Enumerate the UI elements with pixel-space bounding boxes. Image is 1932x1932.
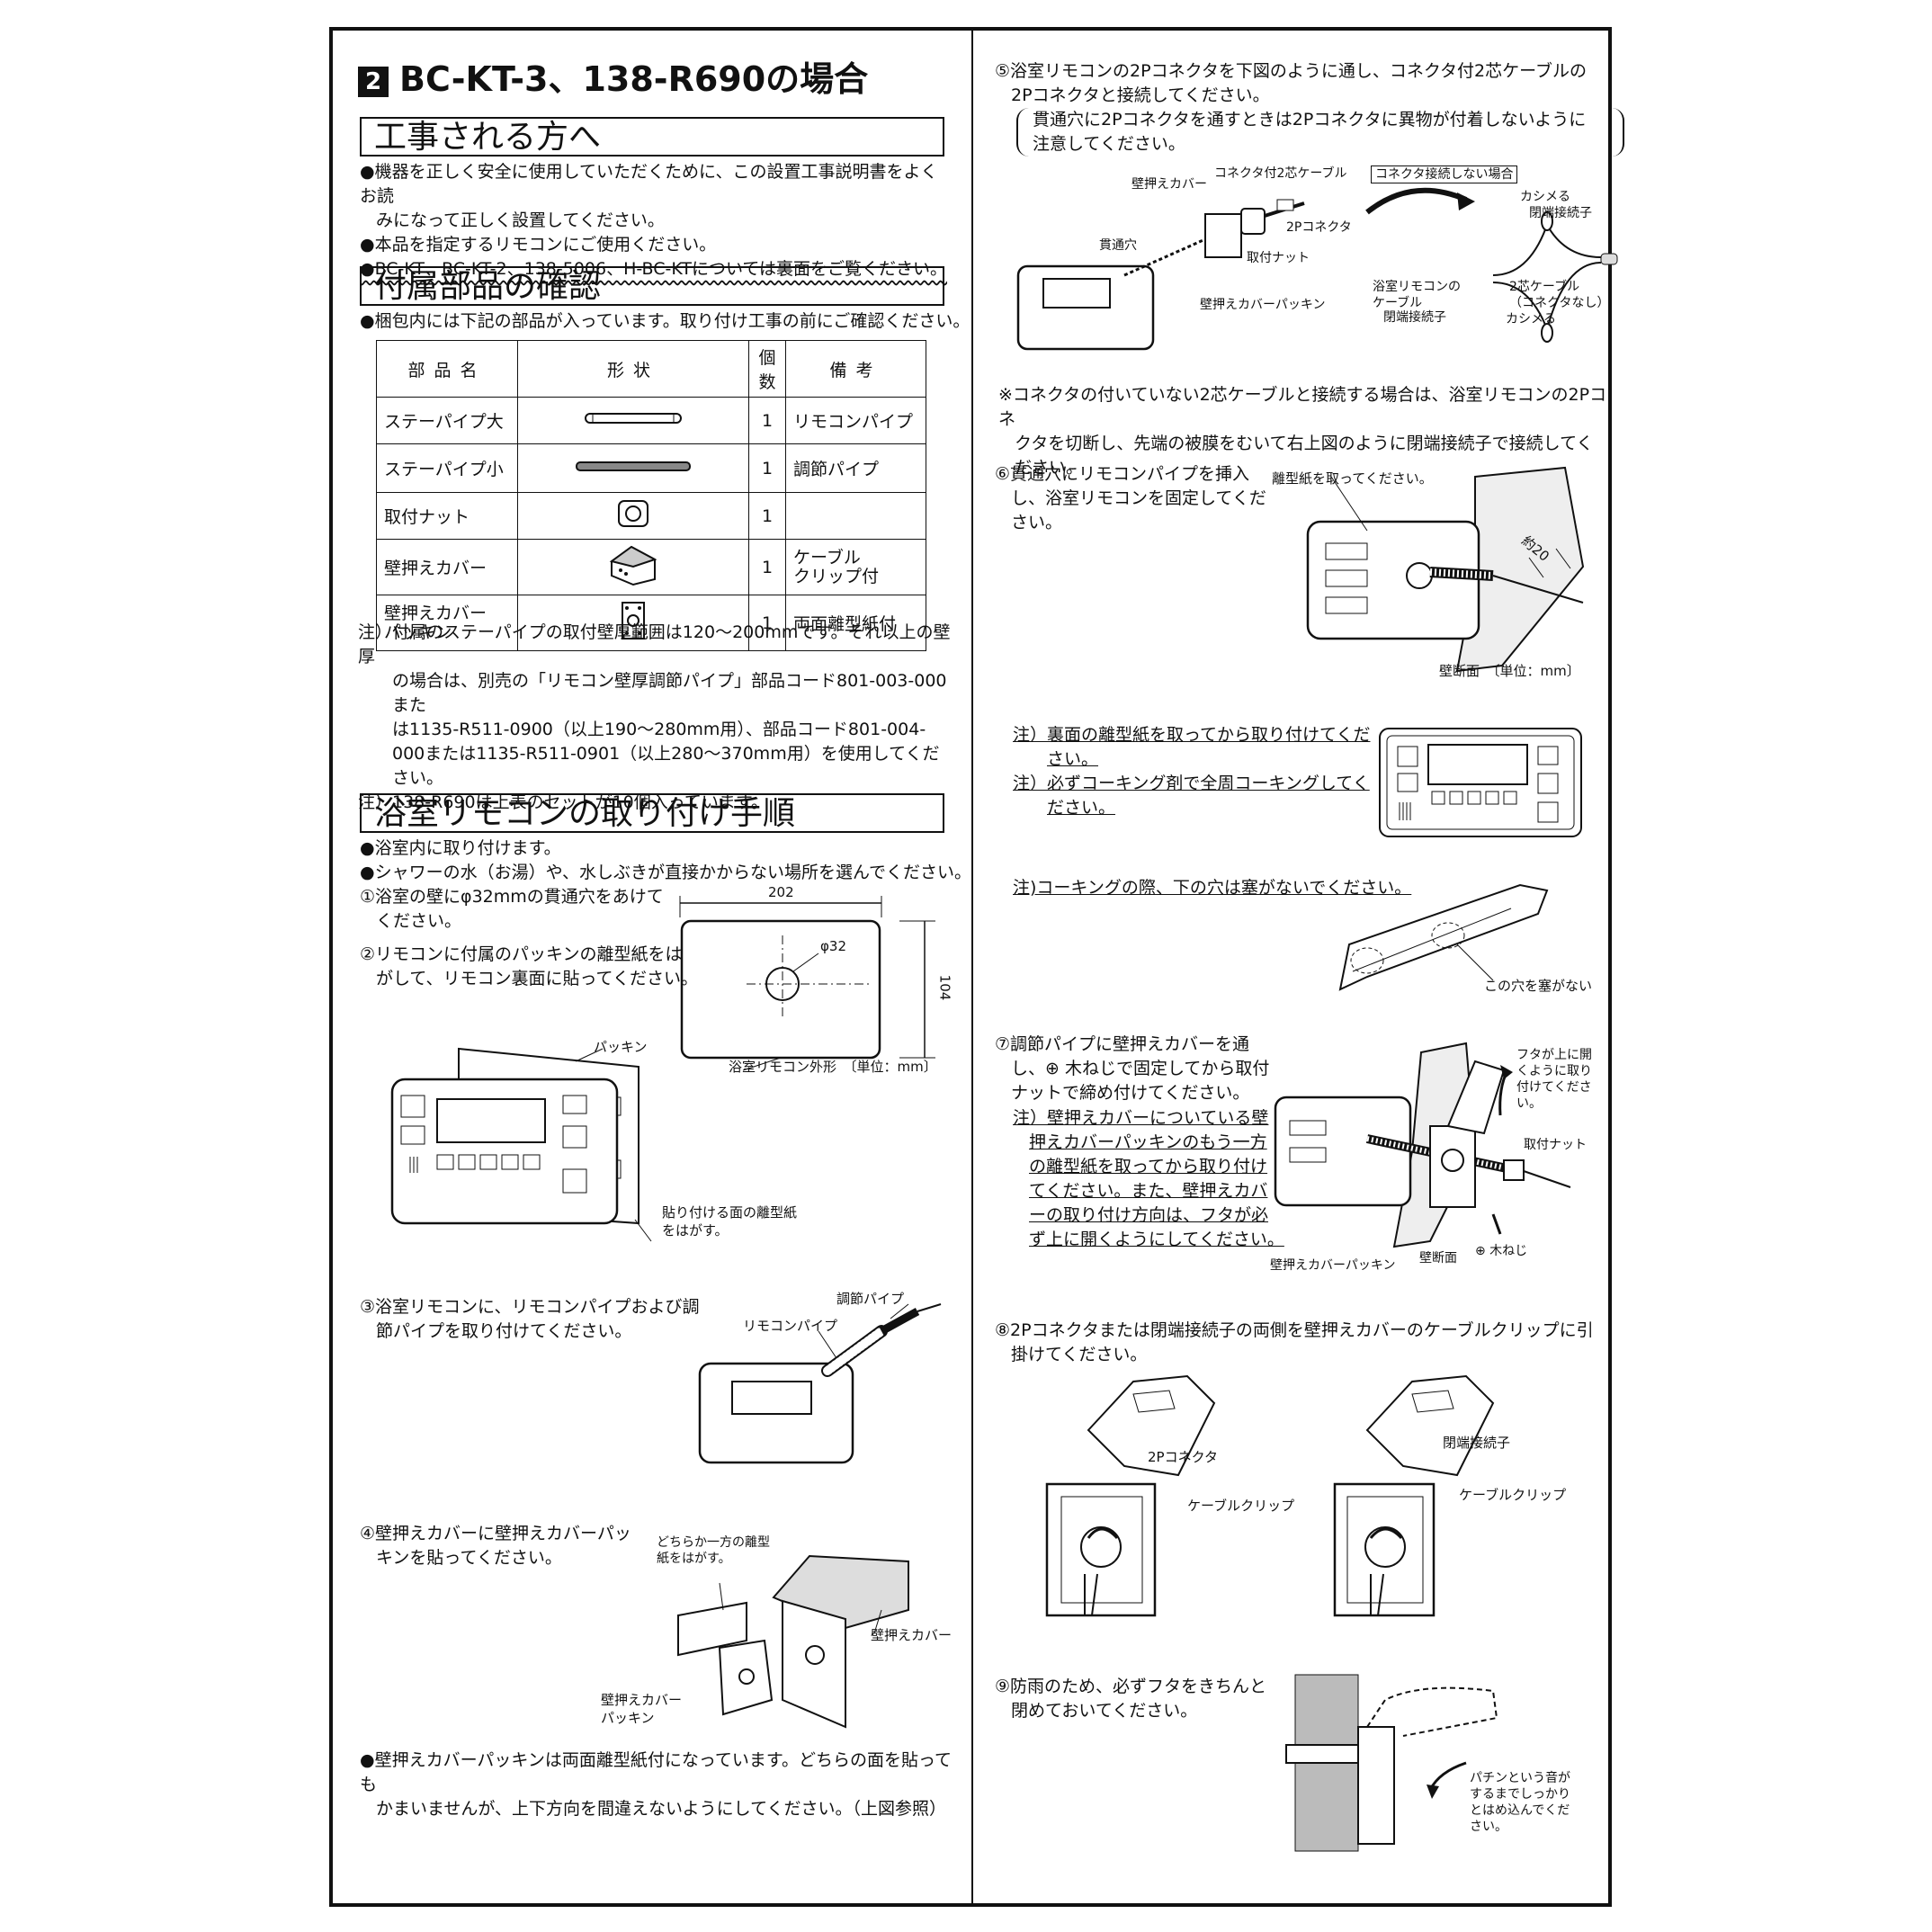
- fig5-nut-label: 取付ナット: [1247, 251, 1310, 265]
- step-1: ①浴室の壁にφ32mmの貫通穴をあけて ください。: [360, 887, 664, 931]
- section-title-installer: 工事される方へ: [360, 117, 944, 157]
- note-step-7: 注）壁押えカバーについている壁 押えカバーパッキンのもう一方 の離型紙を取ってか…: [1013, 1108, 1284, 1249]
- fig8-2p-connector-label: 2Pコネクタ: [1148, 1449, 1218, 1465]
- parts-intro: ●梱包内には下記の部品が入っています。取り付け工事の前にご確認ください。: [360, 311, 970, 331]
- section-title-parts: 付属部品の確認: [360, 266, 944, 306]
- fig9-snap-label: パチンという音が するまでしっかり とはめ込んでくだ さい。: [1470, 1771, 1570, 1834]
- fig8-clip-2-label: ケーブルクリップ: [1459, 1487, 1567, 1503]
- step-7: ⑦調節パイプに壁押えカバーを通 し、⊕ 木ねじで固定してから取付 ナットで締め付…: [995, 1034, 1270, 1103]
- note-caulking: 注)コーキングの際、下の穴は塞がないでください。: [1013, 878, 1412, 898]
- table-row: 壁押えカバー 1 ケーブル クリップ付: [376, 539, 926, 595]
- remote-pipe-diagram: [698, 1303, 942, 1464]
- clip-closed-connector-diagram: [1333, 1374, 1495, 1617]
- step-5: ⑤浴室リモコンの2Pコネクタを下図のように通し、コネクタ付2芯ケーブルの 2Pコ…: [995, 61, 1588, 105]
- step-5-caution: 貫通穴に2Pコネクタを通すときは2Pコネクタに異物が付着しないように 注意してく…: [1016, 108, 1624, 157]
- fig7-nut-label: 取付ナット: [1524, 1138, 1587, 1152]
- table-row: 壁押えカバー パッキン 1 両面離型紙付: [376, 595, 926, 651]
- page-frame: [329, 27, 1612, 1907]
- step-6: ⑥貫通穴にリモコンパイプを挿入 し、浴室リモコンを固定してくだ さい。: [995, 464, 1266, 532]
- fig1-width-label: 202: [768, 884, 794, 900]
- lid-closing-diagram: [1285, 1674, 1498, 1852]
- section-title-procedure: 浴室リモコンの取り付け手順: [360, 793, 944, 833]
- section-badge: 2: [358, 66, 389, 97]
- fig3-adjust-pipe-label: 調節パイプ: [836, 1291, 905, 1307]
- fig7-lid-label: フタが上に開 くように取り 付けてくださ い。: [1516, 1048, 1592, 1111]
- step-4: ④壁押えカバーに壁押えカバーパッ キンを貼ってください。: [360, 1524, 631, 1568]
- installer-notes: ●機器を正しく安全に使用していただくために、この設置工事説明書をよくお読 みにな…: [360, 162, 948, 279]
- fig3-remote-pipe-label: リモコンパイプ: [743, 1318, 838, 1334]
- fig8-clip-1-label: ケーブルクリップ: [1187, 1498, 1295, 1514]
- fig7-packing-label: 壁押えカバーパッキン: [1270, 1258, 1396, 1273]
- column-divider: [971, 27, 973, 1907]
- step-3: ③浴室リモコンに、リモコンパイプおよび調 節パイプを取り付けてください。: [360, 1297, 700, 1341]
- fig4-packing-label: 壁押えカバー パッキン: [601, 1692, 683, 1726]
- fig1-height-label: 104: [936, 974, 953, 1001]
- fig5-crimp-1-label: カシメる: [1520, 190, 1570, 204]
- fig5-crimp-2-label: カシメる: [1506, 312, 1556, 326]
- step-9: ⑨防雨のため、必ずフタをきちんと 閉めておいてください。: [995, 1677, 1267, 1721]
- notes-step-6: 注）裏面の離型紙を取ってから取り付けてくだ さい。 注）必ずコーキング剤で全周コ…: [1013, 725, 1371, 818]
- procedure-footer: ●壁押えカバーパッキンは両面離型紙付になっています。どちらの面を貼っても かまい…: [360, 1750, 953, 1819]
- note-no-connector: ※コネクタの付いていない2芯ケーブルと接続する場合は、浴室リモコンの2Pコネ ク…: [998, 385, 1607, 478]
- fig1-hole-label: φ32: [820, 938, 846, 954]
- stay-pipe-large-icon: [585, 413, 682, 424]
- table-row: 取付ナット 1: [376, 492, 926, 540]
- caulk-hole-label: この穴を塞がない: [1484, 978, 1593, 994]
- caulking-diagram: [1338, 883, 1549, 991]
- fig5-closed-connector-1-label: 閉端接続子: [1529, 206, 1592, 220]
- wall-cover-icon: [609, 545, 657, 586]
- cover-packing-icon: [622, 602, 645, 640]
- parts-table: 部品名 形状 個数 備考 ステーパイプ大 1 リモコンパイプ ステーパイプ小 1…: [376, 340, 926, 651]
- table-row: ステーパイプ大 1 リモコンパイプ: [376, 397, 926, 444]
- fig5-hole-label: 貫通穴: [1099, 238, 1137, 253]
- cover-packing-diagram: [677, 1554, 909, 1729]
- fig5-no-connector-label: コネクタ接続しない場合: [1371, 165, 1518, 183]
- fig5-closed-connector-2-label: 閉端接続子: [1383, 310, 1446, 325]
- fig5-cover-label: 壁押えカバー: [1131, 177, 1207, 192]
- parts-notes: 注）付属のステーパイプの取付壁厚範囲は120～200mmです。それ以上の壁厚 の…: [358, 622, 951, 812]
- clip-connector-diagram: [1045, 1374, 1216, 1617]
- fig5-2core-cable-label: 2芯ケーブル （コネクタなし）: [1509, 280, 1610, 310]
- fig6-wall-label: 壁断面 〔単位：mm〕: [1439, 663, 1580, 679]
- fig4-cover-label: 壁押えカバー: [871, 1627, 953, 1643]
- step-2: ②リモコンに付属のパッキンの離型紙をは がして、リモコン裏面に貼ってください。: [360, 944, 698, 988]
- fig5-cable-label: コネクタ付2芯ケーブル: [1214, 166, 1347, 181]
- mounting-nut-icon: [618, 500, 648, 527]
- fig4-peel-label: どちらか一方の離型 紙をはがす。: [657, 1535, 770, 1566]
- remote-packing-diagram: [390, 1047, 652, 1242]
- fig6-peel-label: 離型紙を取ってください。: [1272, 470, 1433, 487]
- cover-mounting-diagram: [1274, 1042, 1571, 1248]
- stay-pipe-small-icon: [576, 461, 691, 471]
- fig8-closed-connector-label: 閉端接続子: [1443, 1435, 1511, 1451]
- remote-outline-diagram: [679, 896, 935, 1071]
- table-row: ステーパイプ小 1 調節パイプ: [376, 443, 926, 493]
- remote-front-diagram: [1379, 728, 1582, 837]
- procedure-intro: ●浴室内に取り付けます。 ●シャワーの水（お湯）や、水しぶきが直接かからない場所…: [360, 838, 972, 882]
- fig5-remote-cable-label: 浴室リモコンの ケーブル: [1373, 280, 1461, 310]
- step-8: ⑧2Pコネクタまたは閉端接続子の両側を壁押えカバーのケーブルクリップに引 掛けて…: [995, 1320, 1594, 1364]
- connector-wiring-diagram: [1016, 187, 1618, 351]
- fig1-caption: 浴室リモコン外形 〔単位：mm〕: [729, 1059, 937, 1075]
- fig5-2p-connector-label: 2Pコネクタ: [1286, 220, 1352, 235]
- fig5-packing-label: 壁押えカバーパッキン: [1200, 298, 1326, 312]
- pipe-insertion-diagram: [1306, 466, 1585, 673]
- fig2-peel-label: 貼り付ける面の離型紙 をはがす。: [662, 1204, 798, 1239]
- fig2-packing-label: パッキン: [594, 1039, 648, 1055]
- fig7-screw-label: ⊕ 木ねじ: [1475, 1244, 1528, 1258]
- fig7-wall-label: 壁断面: [1419, 1251, 1457, 1266]
